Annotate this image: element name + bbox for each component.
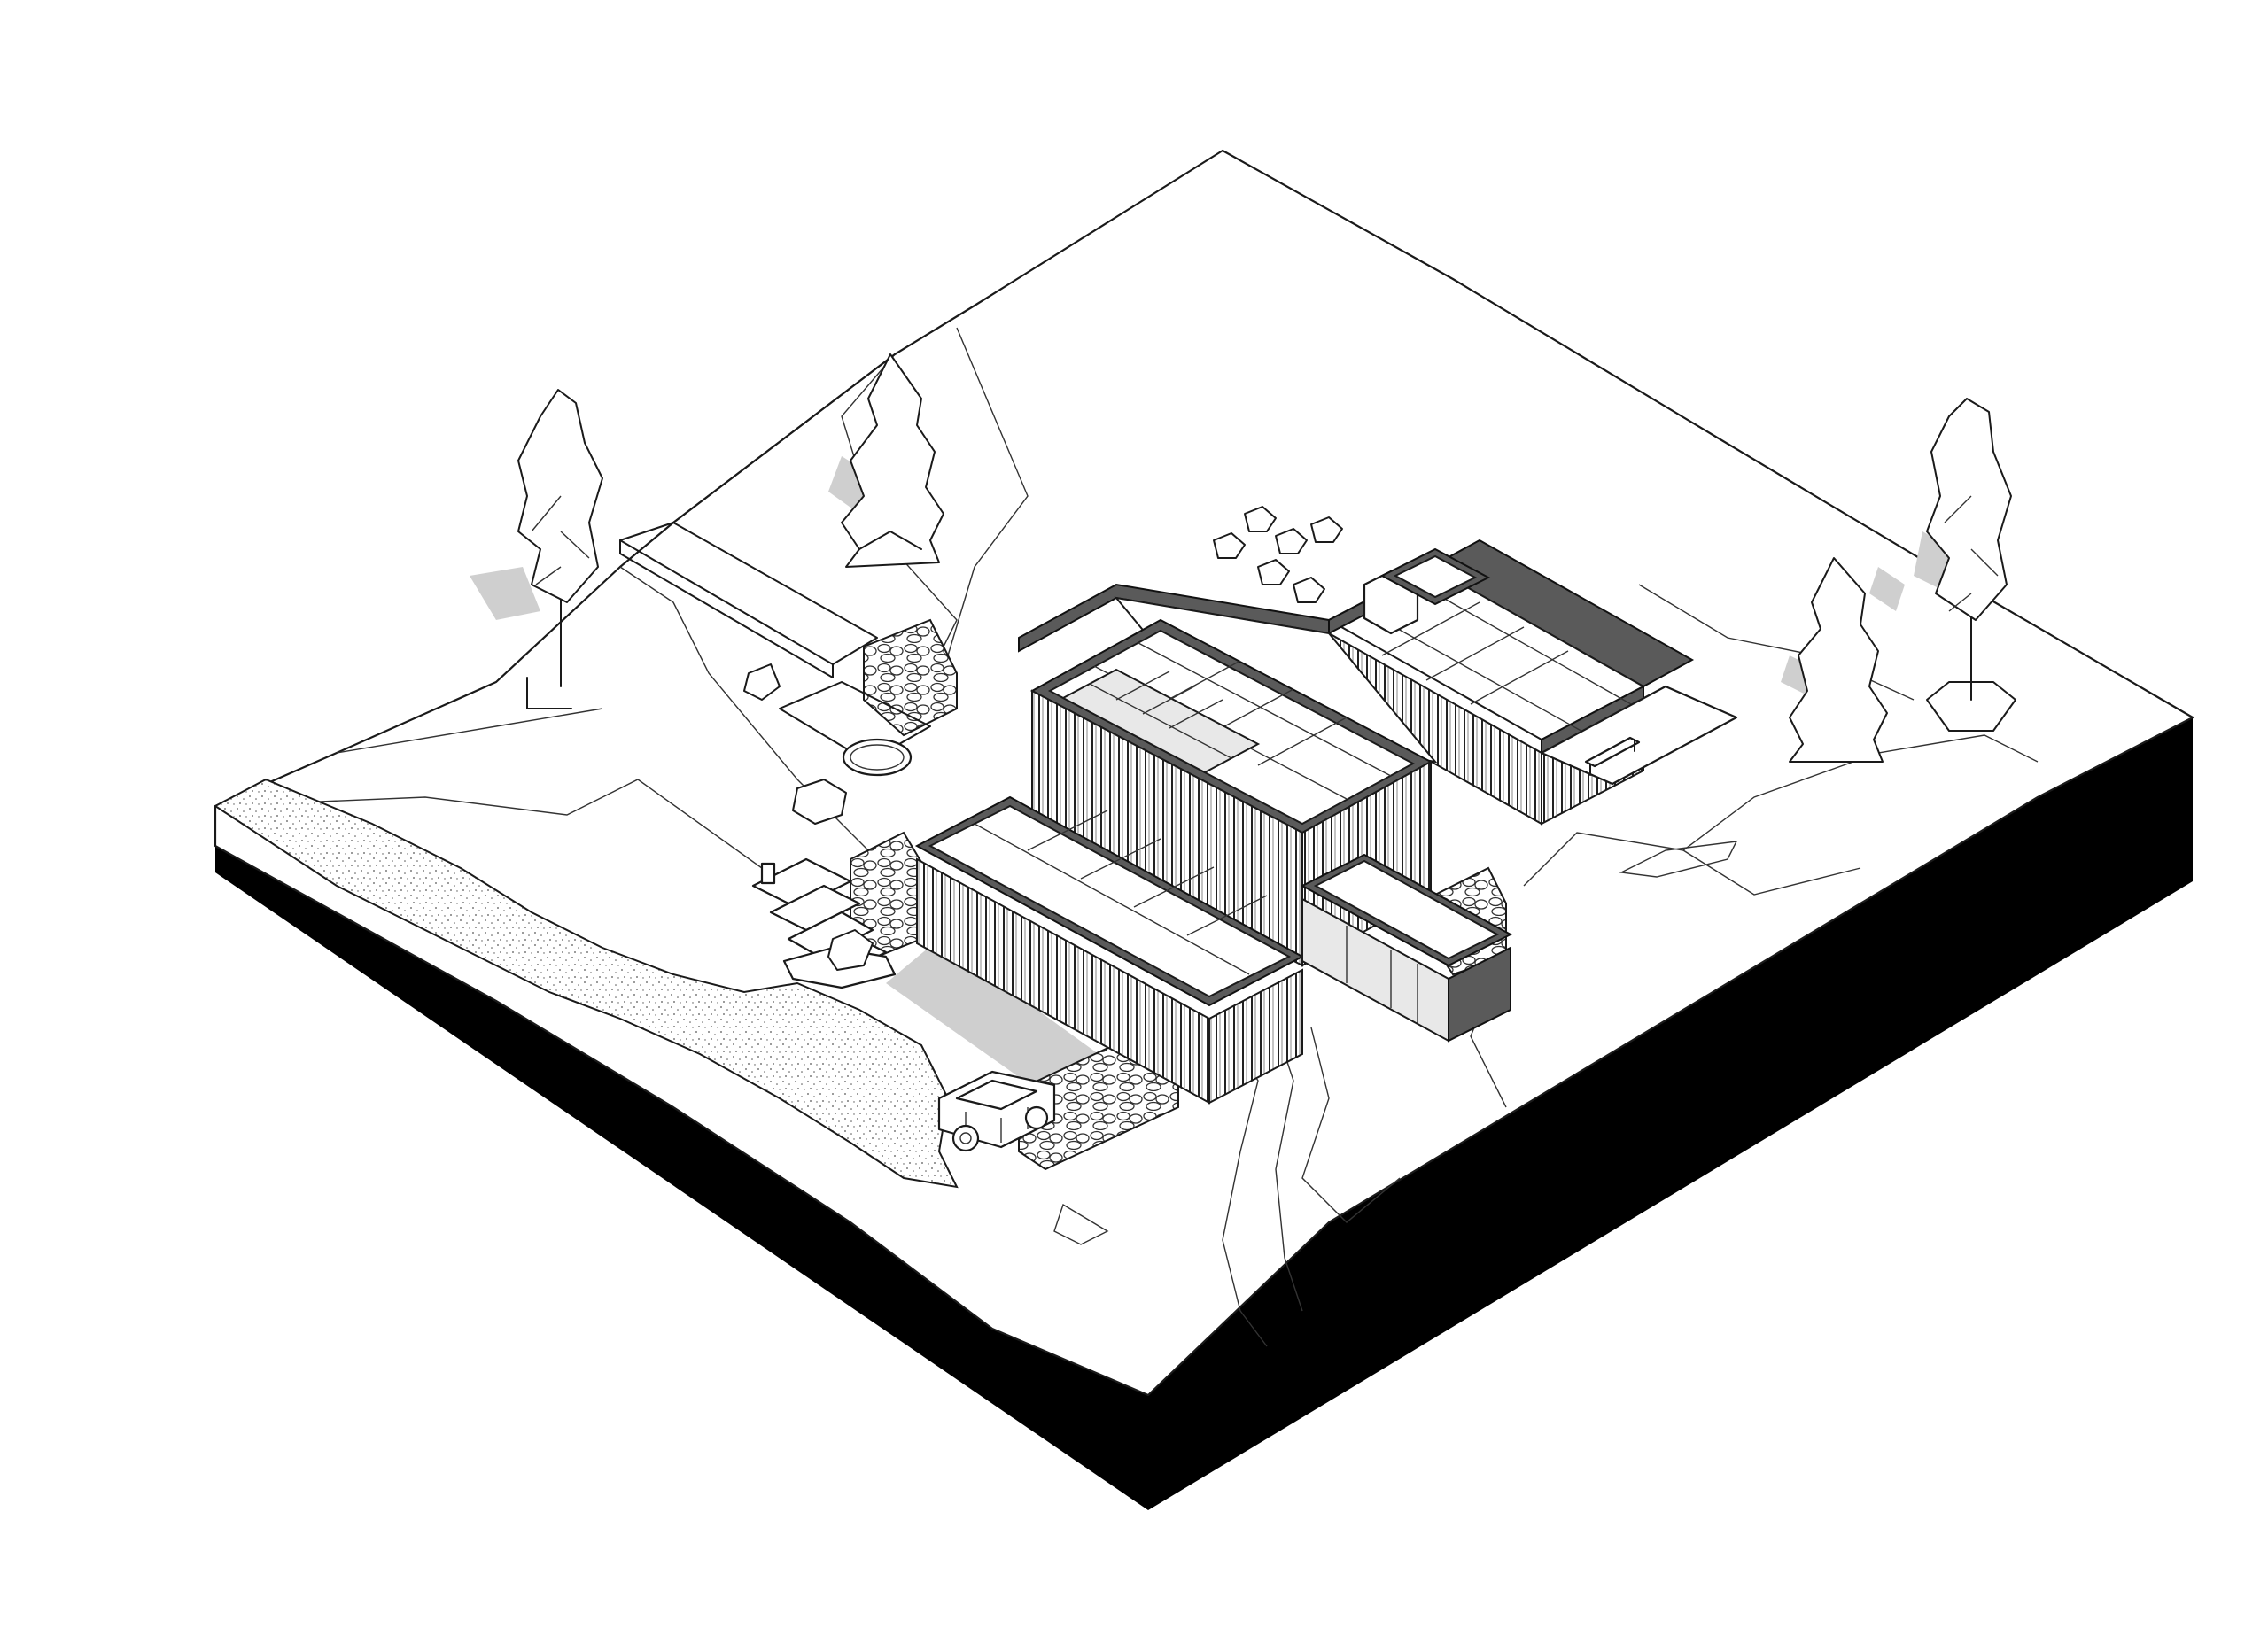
bench xyxy=(1584,736,1641,776)
front-wing-roof xyxy=(928,804,1292,998)
front-wing-facade-right xyxy=(1208,968,1303,1105)
terrain-section-left xyxy=(215,846,1148,1510)
terrain-section xyxy=(215,717,2193,1510)
pool xyxy=(842,738,913,777)
tree-left-conifer xyxy=(841,353,944,568)
garden-terrace xyxy=(619,353,931,763)
stone-wall-garden xyxy=(863,618,958,737)
house xyxy=(914,539,1695,1105)
tree-right-conifer xyxy=(1789,557,1888,763)
tall-volume-roof xyxy=(1047,629,1416,826)
shrubs xyxy=(743,506,1343,971)
tree-right-deciduous xyxy=(1926,398,2016,732)
vehicle xyxy=(937,1070,1056,1152)
terrain-section-right xyxy=(1148,717,2193,1510)
tree-left-deciduous xyxy=(517,389,603,709)
